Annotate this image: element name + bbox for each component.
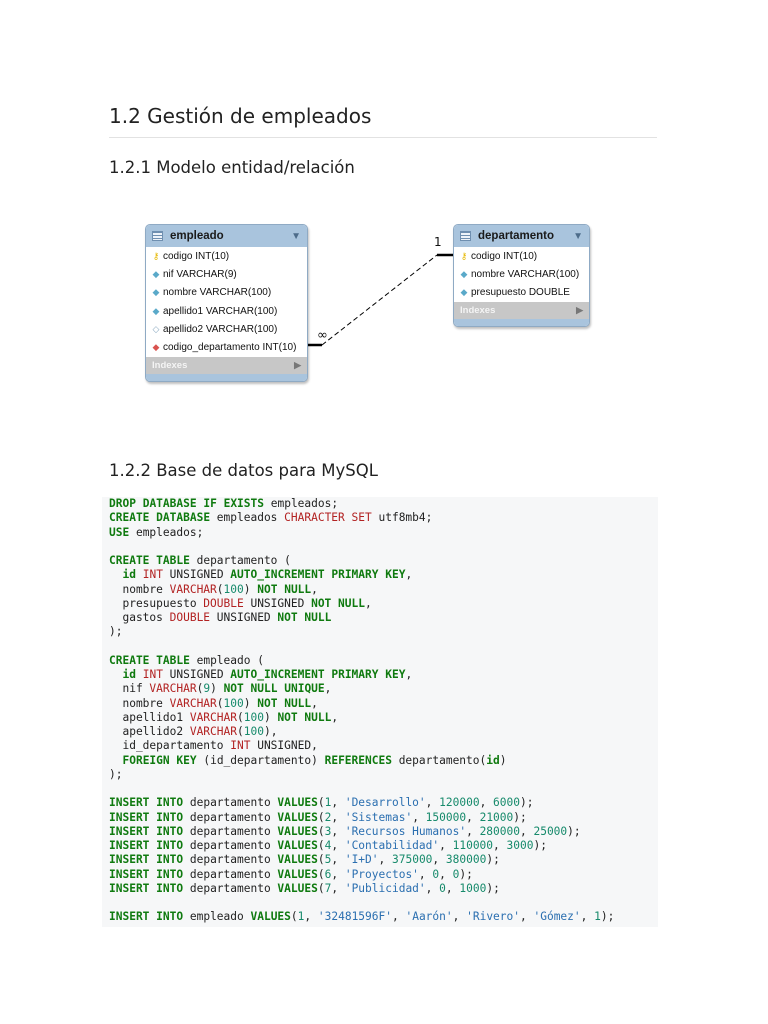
code-line: CREATE DATABASE empleados CHARACTER SET … [109, 511, 433, 525]
code-line: DROP DATABASE IF EXISTS empleados; [109, 497, 339, 510]
code-line: USE empleados; [109, 525, 204, 539]
code-line: INSERT INTO departamento VALUES(3, 'Recu… [109, 824, 581, 838]
column-label: nombre VARCHAR(100) [471, 268, 580, 280]
table-footer [146, 373, 307, 381]
expand-arrow-icon[interactable]: ▶ [576, 304, 583, 315]
table-footer [454, 318, 589, 326]
column-label: nif VARCHAR(9) [163, 268, 237, 280]
column-label: codigo INT(10) [471, 250, 538, 262]
table-departamento-indexes[interactable]: Indexes ▶ [454, 301, 589, 319]
primary-key-icon: ⚷ [460, 250, 468, 261]
table-empleado-columns: ⚷codigo INT(10)◆nif VARCHAR(9)◆nombre VA… [146, 247, 307, 357]
column-diamond-icon: ◆ [460, 268, 468, 279]
code-line: apellido2 VARCHAR(100), [109, 725, 278, 738]
column-row[interactable]: ◆nif VARCHAR(9) [146, 265, 307, 283]
column-row[interactable]: ⚷codigo INT(10) [146, 247, 307, 265]
foreign-key-icon: ◆ [152, 342, 160, 353]
code-line: id_departamento INT UNSIGNED, [109, 739, 318, 753]
column-row[interactable]: ◆nombre VARCHAR(100) [146, 284, 307, 302]
code-line: INSERT INTO departamento VALUES(4, 'Cont… [109, 839, 547, 852]
table-departamento[interactable]: departamento ▼ ⚷codigo INT(10)◆nombre VA… [453, 224, 590, 327]
code-line: apellido1 VARCHAR(100) NOT NULL, [109, 710, 339, 724]
column-diamond-icon: ◆ [460, 287, 468, 298]
code-line: INSERT INTO empleado VALUES(1, '32481596… [109, 910, 615, 924]
column-row[interactable]: ⚷codigo INT(10) [454, 247, 589, 265]
table-departamento-name: departamento [478, 230, 555, 242]
indexes-label: Indexes [460, 304, 496, 316]
code-line: INSERT INTO departamento VALUES(2, 'Sist… [109, 810, 527, 824]
column-row[interactable]: ◆nombre VARCHAR(100) [454, 265, 589, 283]
primary-key-icon: ⚷ [152, 250, 160, 261]
code-line: CREATE TABLE empleado ( [109, 653, 264, 667]
collapse-arrow-icon[interactable]: ▼ [291, 230, 301, 242]
table-empleado-name: empleado [170, 230, 224, 242]
column-row[interactable]: ◆presupuesto DOUBLE [454, 284, 589, 302]
column-label: apellido1 VARCHAR(100) [163, 305, 278, 317]
code-line: id INT UNSIGNED AUTO_INCREMENT PRIMARY K… [122, 568, 413, 582]
code-line: nombre VARCHAR(100) NOT NULL, [109, 696, 318, 710]
column-diamond-icon: ◆ [152, 268, 160, 279]
column-row[interactable]: ◆apellido1 VARCHAR(100) [146, 302, 307, 320]
table-icon [152, 231, 163, 241]
column-row[interactable]: ◇apellido2 VARCHAR(100) [146, 320, 307, 338]
code-line: CREATE TABLE departamento ( [109, 554, 291, 567]
code-line: FOREIGN KEY (id_departamento) REFERENCES… [122, 753, 507, 767]
column-label: nombre VARCHAR(100) [163, 287, 272, 299]
column-label: codigo INT(10) [163, 250, 230, 262]
table-empleado-indexes[interactable]: Indexes ▶ [146, 356, 307, 374]
expand-arrow-icon[interactable]: ▶ [294, 359, 301, 370]
column-label: presupuesto DOUBLE [471, 287, 570, 299]
relationship-line [307, 253, 453, 347]
cardinality-one-label: 1 [434, 235, 442, 249]
section-title: 1.2 Gestión de empleados [109, 104, 657, 138]
code-line: gastos DOUBLE UNSIGNED NOT NULL [109, 611, 332, 624]
code-line: ); [109, 767, 123, 781]
sql-code-block: DROP DATABASE IF EXISTS empleados; CREAT… [102, 497, 658, 927]
table-icon [460, 231, 471, 241]
indexes-label: Indexes [152, 359, 188, 371]
code-line: INSERT INTO departamento VALUES(6, 'Proy… [109, 867, 473, 881]
table-departamento-header[interactable]: departamento ▼ [454, 225, 589, 247]
subsection-title-er-model: 1.2.1 Modelo entidad/relación [109, 158, 355, 177]
column-label: codigo_departamento INT(10) [163, 342, 297, 354]
code-line: id INT UNSIGNED AUTO_INCREMENT PRIMARY K… [122, 668, 413, 681]
column-diamond-icon: ◆ [152, 287, 160, 298]
code-line: INSERT INTO departamento VALUES(1, 'Desa… [109, 796, 534, 810]
nullable-column-icon: ◇ [152, 323, 160, 334]
table-empleado[interactable]: empleado ▼ ⚷codigo INT(10)◆nif VARCHAR(9… [145, 224, 308, 382]
sql-code: DROP DATABASE IF EXISTS empleados; CREAT… [109, 497, 614, 925]
column-diamond-icon: ◆ [152, 305, 160, 316]
code-line: nif VARCHAR(9) NOT NULL UNIQUE, [109, 682, 332, 696]
table-empleado-header[interactable]: empleado ▼ [146, 225, 307, 247]
code-line: nombre VARCHAR(100) NOT NULL, [109, 582, 318, 596]
subsection-title-mysql: 1.2.2 Base de datos para MySQL [109, 461, 378, 480]
cardinality-many-label: ∞ [317, 328, 328, 343]
column-label: apellido2 VARCHAR(100) [163, 323, 278, 335]
code-line: ); [109, 625, 123, 639]
code-line: presupuesto DOUBLE UNSIGNED NOT NULL, [109, 596, 372, 610]
column-row[interactable]: ◆codigo_departamento INT(10) [146, 338, 307, 356]
collapse-arrow-icon[interactable]: ▼ [573, 230, 583, 242]
code-line: INSERT INTO departamento VALUES(5, 'I+D'… [109, 853, 500, 867]
code-line: INSERT INTO departamento VALUES(7, 'Publ… [109, 881, 500, 895]
table-departamento-columns: ⚷codigo INT(10)◆nombre VARCHAR(100)◆pres… [454, 247, 589, 302]
